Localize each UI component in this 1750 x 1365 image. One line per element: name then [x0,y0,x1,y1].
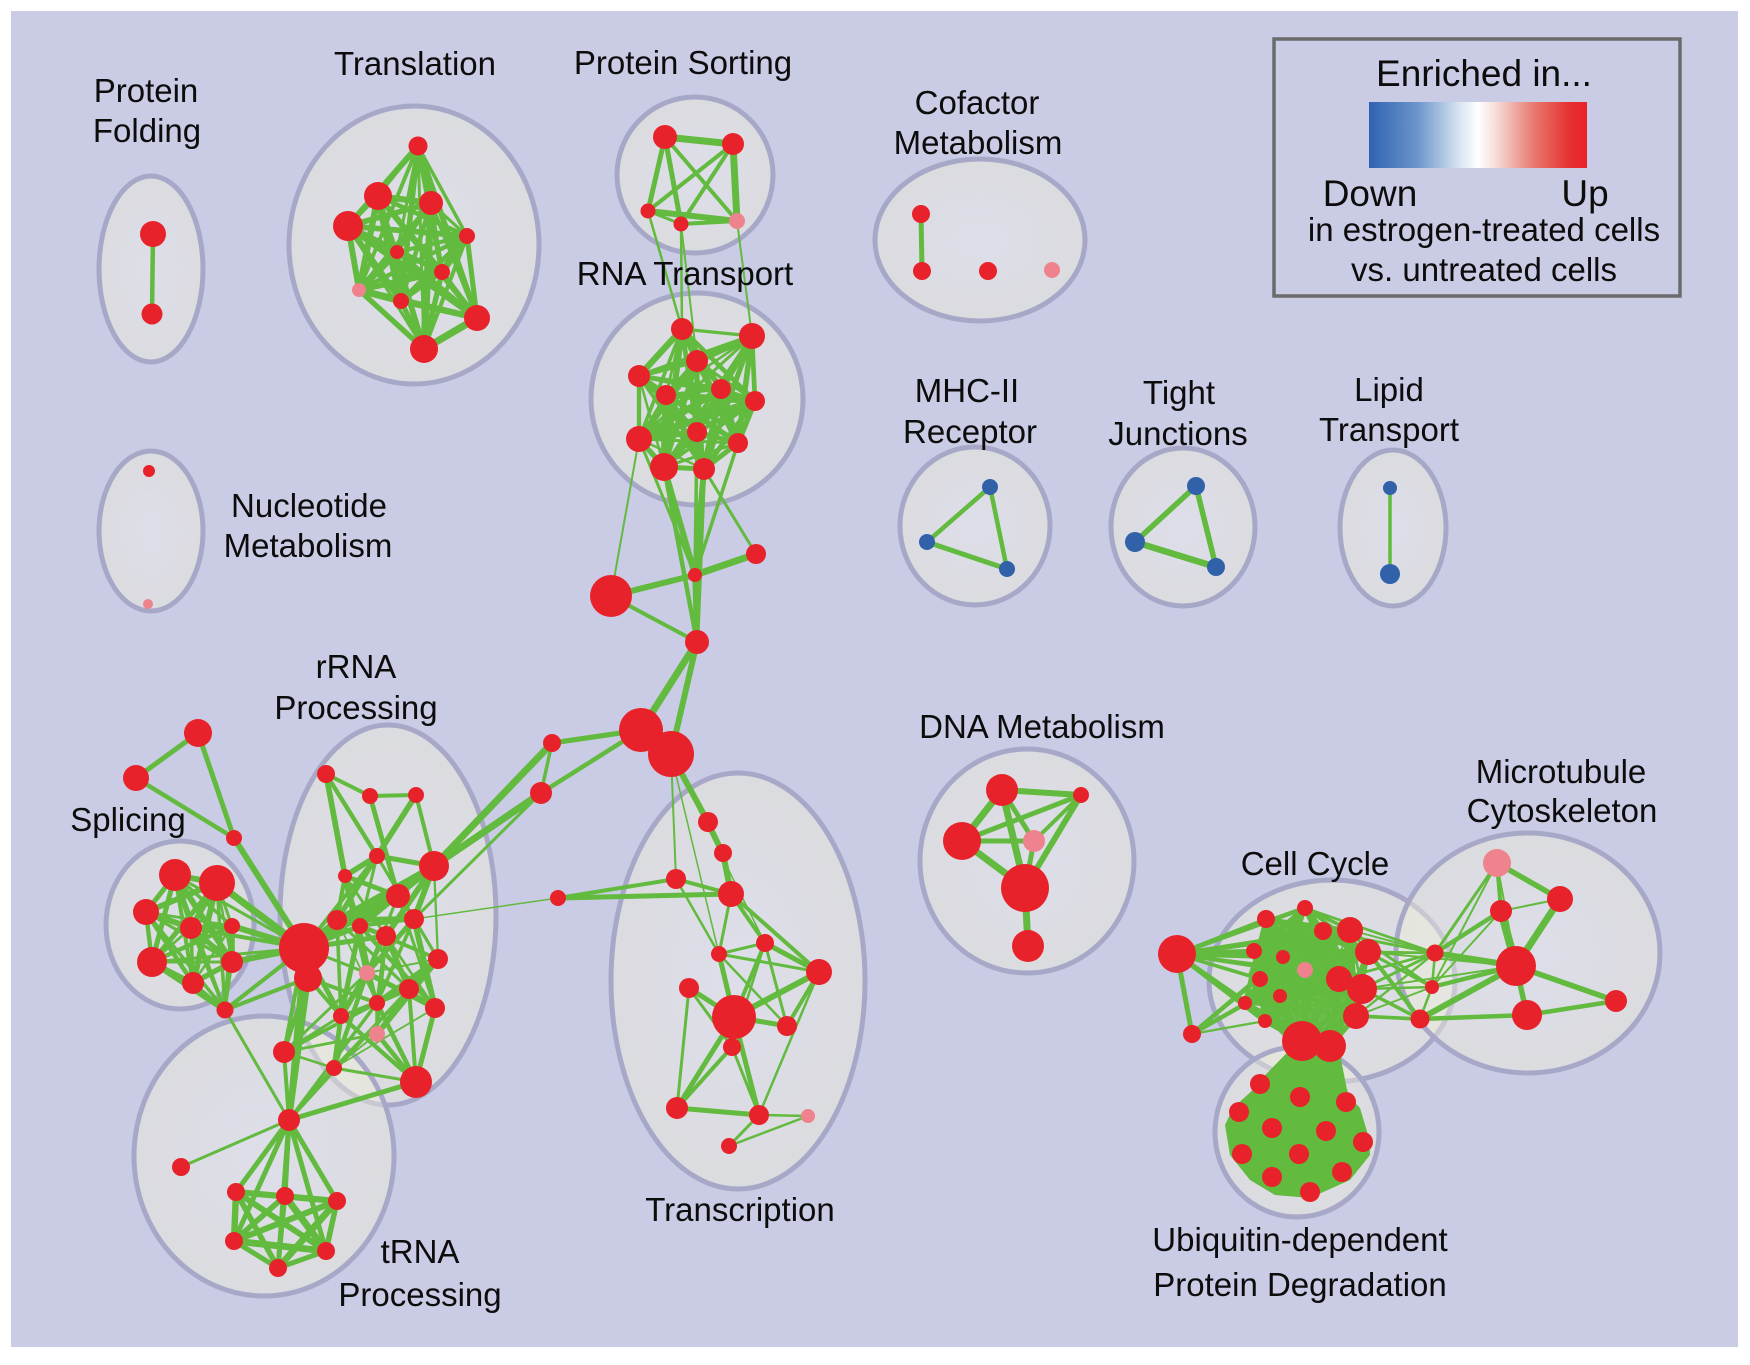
svg-text:Lipid: Lipid [1354,371,1424,408]
svg-text:Protein Degradation: Protein Degradation [1153,1266,1447,1303]
svg-text:Up: Up [1561,173,1608,214]
svg-text:Protein: Protein [94,72,199,109]
svg-text:Metabolism: Metabolism [894,124,1063,161]
svg-text:DNA Metabolism: DNA Metabolism [919,708,1165,745]
svg-text:Processing: Processing [338,1276,501,1313]
svg-text:MHC-II: MHC-II [915,372,1019,409]
svg-text:Junctions: Junctions [1108,415,1247,452]
svg-text:tRNA: tRNA [381,1233,460,1270]
svg-text:Transcription: Transcription [645,1191,835,1228]
svg-text:Cytoskeleton: Cytoskeleton [1467,792,1658,829]
svg-text:Receptor: Receptor [903,413,1037,450]
svg-text:Microtubule: Microtubule [1476,753,1647,790]
svg-text:in estrogen-treated cells: in estrogen-treated cells [1308,211,1660,248]
svg-text:Tight: Tight [1143,374,1215,411]
svg-text:Translation: Translation [334,45,496,82]
svg-text:Cofactor: Cofactor [915,84,1040,121]
svg-text:rRNA: rRNA [316,648,397,685]
svg-text:Down: Down [1323,173,1418,214]
svg-text:vs. untreated cells: vs. untreated cells [1351,251,1617,288]
svg-text:Nucleotide: Nucleotide [231,487,387,524]
svg-text:Protein Sorting: Protein Sorting [574,44,792,81]
svg-text:Metabolism: Metabolism [224,527,393,564]
svg-text:Processing: Processing [274,689,437,726]
svg-text:Folding: Folding [93,112,201,149]
svg-text:Splicing: Splicing [70,801,186,838]
svg-text:RNA Transport: RNA Transport [577,255,793,292]
svg-text:Enriched in...: Enriched in... [1376,53,1592,94]
svg-text:Ubiquitin-dependent: Ubiquitin-dependent [1152,1221,1447,1258]
svg-text:Transport: Transport [1319,411,1459,448]
svg-text:Cell Cycle: Cell Cycle [1241,845,1390,882]
